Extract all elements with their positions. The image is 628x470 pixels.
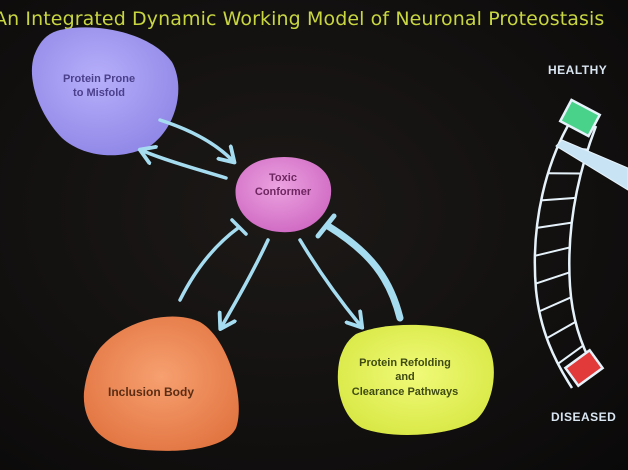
gauge-tick: [557, 344, 584, 365]
label-toxic-line1: Toxic: [269, 172, 297, 184]
slide-title: An Integrated Dynamic Working Model of N…: [0, 8, 605, 30]
label-refolding-pathways: Protein Refolding and Clearance Pathways: [340, 356, 470, 399]
label-protein-prone-line2: to Misfold: [73, 87, 125, 100]
gauge-tick: [546, 320, 577, 340]
refolding-pathways-blob: [337, 324, 494, 435]
gauge-tick: [538, 296, 572, 313]
inhibit-bar-refolding: [315, 213, 337, 239]
protein-prone-blob: [31, 27, 179, 156]
toxic-conformer-blob: [235, 156, 332, 233]
gauge-healthy-segment: [558, 98, 602, 138]
health-gauge: [533, 98, 628, 389]
label-protein-prone: Protein Prone to Misfold: [44, 72, 154, 101]
label-toxic-conformer: Toxic Conformer: [238, 171, 328, 200]
gauge-diseased-label: DISEASED: [551, 410, 617, 424]
gauge-tick: [541, 196, 576, 202]
inhibit-refolding-to-toxic: [324, 222, 404, 322]
label-toxic-line2: Conformer: [254, 186, 312, 199]
label-protein-prone-line1: Protein Prone: [62, 73, 136, 85]
label-refold-line1: Protein Refolding: [359, 357, 451, 369]
arrow-toxic-to-inclusion: [222, 238, 270, 326]
inhibit-inclusion-to-toxic: [178, 226, 240, 302]
gauge-outer-arc: [533, 121, 574, 389]
label-refold-line3: Clearance Pathways: [351, 385, 459, 398]
label-refold-line2: and: [395, 371, 415, 384]
arrow-toxic-to-refolding: [298, 238, 360, 325]
gauge-tick: [534, 246, 570, 257]
gauge-tick: [536, 221, 572, 229]
gauge-tick: [535, 271, 570, 285]
arrow-prone-to-toxic: [158, 118, 232, 160]
gauge-healthy-label: HEALTHY: [548, 63, 608, 77]
gauge-diseased-segment: [563, 348, 605, 388]
arrow-toxic-to-prone: [143, 151, 228, 180]
inclusion-body-blob: [83, 316, 239, 451]
gauge-needle: [555, 139, 628, 191]
inhibit-bar-inclusion: [230, 218, 248, 236]
label-inclusion-body: Inclusion Body: [107, 385, 194, 399]
